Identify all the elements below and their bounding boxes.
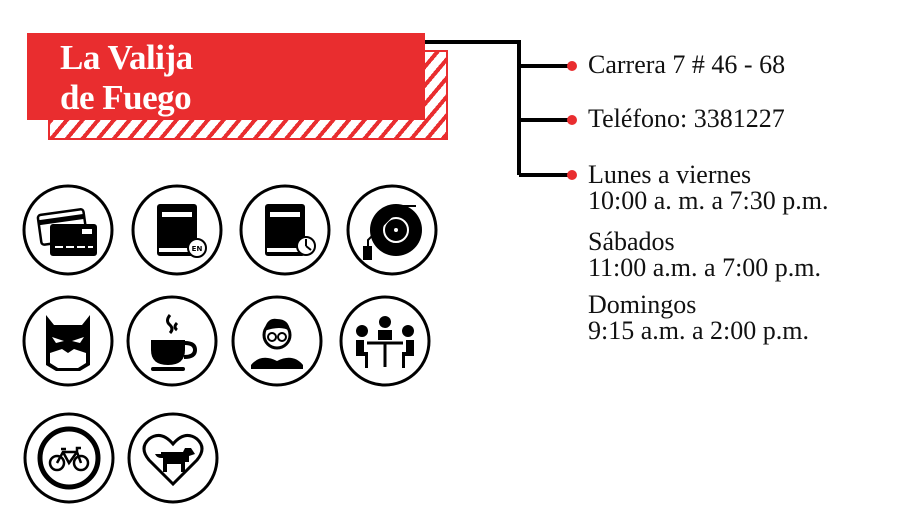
- title-banner: [27, 33, 425, 120]
- weekday-hours: Lunes a viernes 10:00 a. m. a 7:30 p.m.: [588, 160, 829, 215]
- meeting-table-icon: [339, 295, 431, 387]
- reader-icon: [231, 295, 323, 387]
- vinyl-record-icon: [346, 184, 438, 276]
- store-name: La Valija de Fuego: [60, 38, 193, 117]
- coffee-cup-icon: [126, 295, 218, 387]
- svg-text:EN: EN: [192, 245, 203, 253]
- address: Carrera 7 # 46 - 68: [588, 50, 786, 79]
- book-clock-icon: [239, 184, 331, 276]
- bullet-dot: [567, 115, 577, 125]
- phone: Teléfono: 3381227: [588, 104, 785, 133]
- batman-mask-icon: [22, 295, 114, 387]
- bullet-dot: [567, 170, 577, 180]
- pet-friendly-icon: [127, 412, 219, 504]
- bicycle-icon: [23, 412, 115, 504]
- credit-card-icon: [22, 184, 114, 276]
- saturday-hours: Sábados 11:00 a.m. a 7:00 p.m.: [588, 227, 822, 282]
- sunday-hours: Domingos 9:15 a.m. a 2:00 p.m.: [588, 290, 809, 345]
- english-book-icon: EN: [131, 184, 223, 276]
- bullet-dot: [567, 61, 577, 71]
